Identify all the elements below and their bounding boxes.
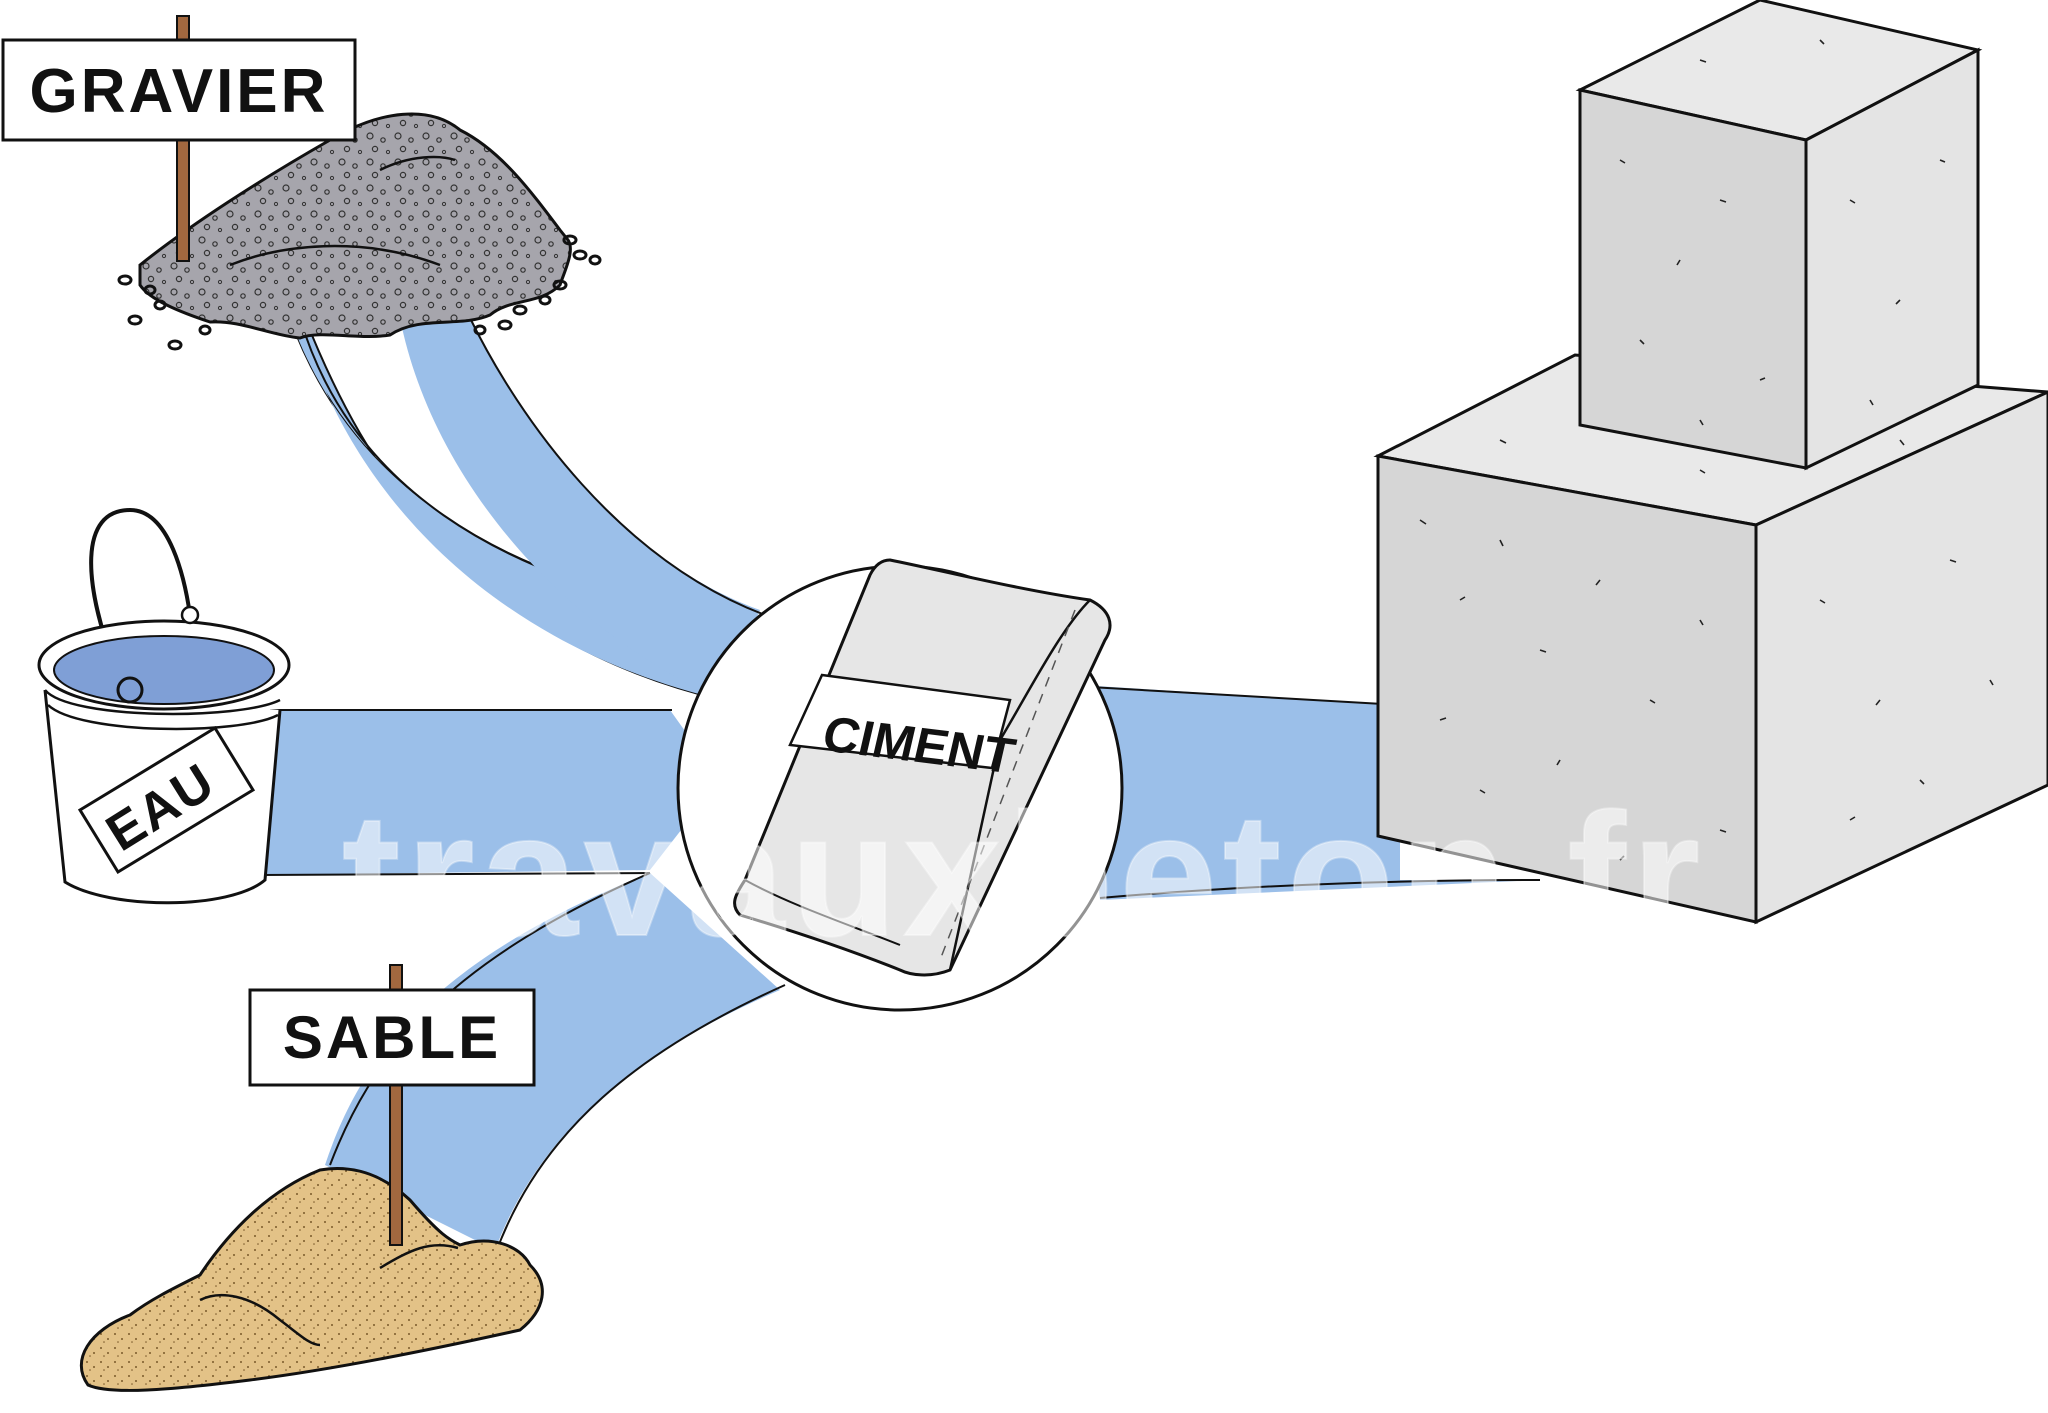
water-flow-band bbox=[260, 710, 720, 875]
cement-group: CIMENT bbox=[676, 558, 1124, 1012]
large-block-side bbox=[1754, 390, 2048, 925]
cement-bag-icon: CIMENT bbox=[733, 558, 1112, 977]
small-block-front bbox=[1578, 88, 1808, 470]
water-surface bbox=[53, 635, 275, 705]
water-bucket-icon: EAU bbox=[37, 507, 291, 905]
sand-pile-icon: SABLE bbox=[79, 964, 544, 1392]
sand-flow-band bbox=[325, 873, 780, 1250]
sand-label: SABLE bbox=[283, 1004, 501, 1071]
small-block-side bbox=[1804, 47, 1980, 471]
sand-sign bbox=[248, 988, 536, 1087]
gravel-pile-icon: GRAVIER bbox=[1, 15, 602, 351]
flow-arrows bbox=[259, 317, 1541, 1256]
concrete-block-icon bbox=[1373, 0, 2048, 925]
output-flow-band bbox=[1080, 685, 1540, 900]
watermark: travauxbeton.fr bbox=[342, 778, 1706, 973]
gravel-sign bbox=[1, 38, 357, 142]
cement-label-band bbox=[788, 673, 1012, 770]
gravel-label: GRAVIER bbox=[30, 57, 329, 126]
bucket-handle bbox=[89, 507, 192, 681]
water-sign bbox=[77, 725, 256, 875]
